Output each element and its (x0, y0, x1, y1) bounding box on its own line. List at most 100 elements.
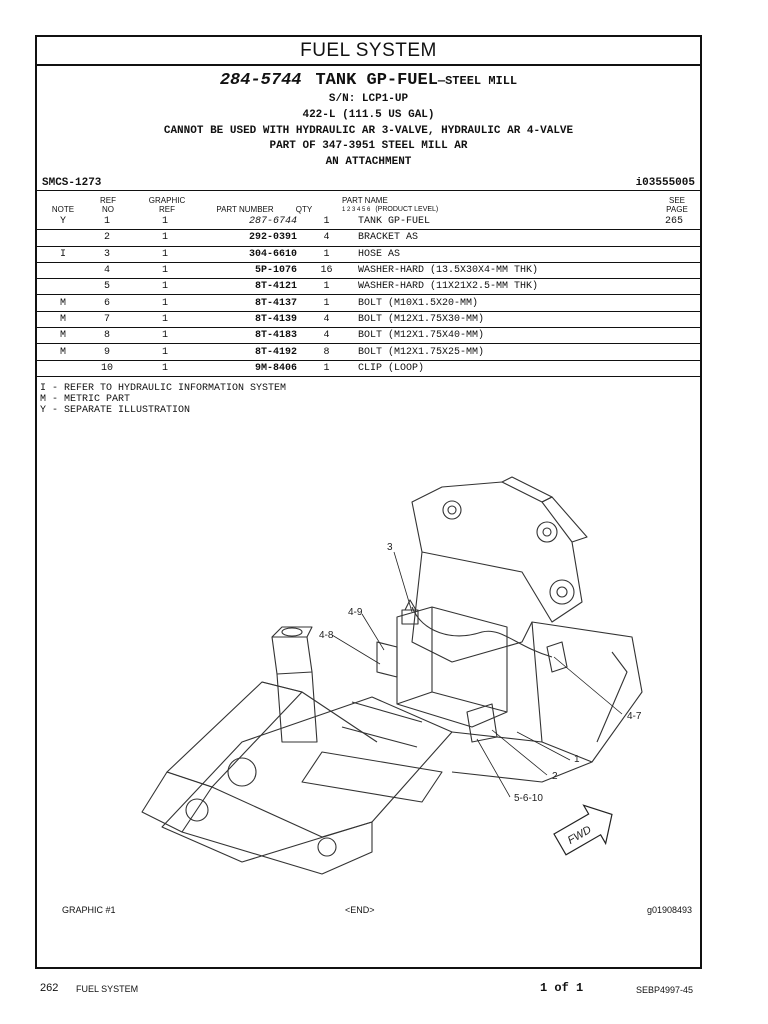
legend-item: Y - SEPARATE ILLUSTRATION (40, 405, 191, 416)
note-cell: Y (59, 216, 66, 228)
part-number-cell: 8T-4183 (254, 330, 297, 342)
attachment-note: AN ATTACHMENT (325, 156, 412, 168)
col-qty: QTY (295, 205, 313, 214)
restriction-note: CANNOT BE USED WITH HYDRAULIC AR 3-VALVE… (163, 125, 574, 137)
callout-5-6-10: 5-6-10 (514, 793, 543, 804)
graphic-ref-cell: 1 (161, 297, 168, 309)
ref-no-cell: 5 (103, 281, 110, 293)
ref-no-cell: 4 (103, 265, 110, 277)
qty-cell: 1 (323, 297, 330, 309)
see-page-cell (648, 328, 700, 344)
group-title: 284-5744 TANK GP-FUEL—STEEL MILL (37, 71, 700, 90)
see-page-cell (648, 246, 700, 262)
group-name-suffix: —STEEL MILL (437, 74, 518, 88)
fuel-tank-illustration: 3 4-9 4-8 4-7 1 2 5-6-10 FWD (141, 476, 643, 875)
note-cell: M (59, 313, 66, 325)
note-cell (37, 279, 89, 295)
ref-no-cell: 2 (103, 232, 110, 244)
part-name-cell: BOLT (M12X1.75X30-MM) (358, 313, 485, 325)
part-name-cell: BRACKET AS (358, 232, 419, 244)
graphic-ref-cell: 1 (161, 313, 168, 325)
graphic-ref-cell: 1 (161, 362, 168, 374)
part-number-cell: 8T-4137 (254, 297, 297, 309)
group-name: TANK GP-FUEL (315, 71, 438, 90)
qty-cell: 4 (323, 232, 330, 244)
ref-no-cell: 10 (100, 362, 113, 374)
callout-4-9: 4-9 (348, 607, 363, 618)
part-number-cell: 9M-8406 (254, 362, 297, 374)
graphic-ref-cell: 1 (161, 330, 168, 342)
see-page-cell (648, 262, 700, 278)
callout-4-8: 4-8 (319, 630, 334, 641)
part-number-cell: 5P-1076 (254, 265, 297, 277)
part-number-cell: 8T-4139 (254, 313, 297, 325)
qty-cell: 1 (323, 362, 330, 374)
callout-1: 1 (574, 754, 580, 765)
legend-item: M - METRIC PART (40, 394, 131, 405)
part-number-cell: 292-0391 (248, 232, 297, 244)
part-number-cell: 287-6744 (248, 216, 297, 228)
see-page-cell (648, 360, 700, 376)
note-cell (37, 262, 89, 278)
qty-cell: 1 (323, 248, 330, 260)
ref-no-cell: 9 (103, 346, 110, 358)
page-number: 262 (40, 982, 59, 994)
header-divider (37, 190, 700, 191)
parts-table: Y 1 1 287-6744 1 TANK GP-FUEL 265 2 1 292-0391 4 BR… (37, 214, 700, 377)
ref-no-cell: 3 (103, 248, 110, 260)
qty-cell: 1 (323, 216, 330, 228)
part-number-cell: 8T-4121 (254, 281, 297, 293)
page-of: 1 of 1 (540, 981, 584, 995)
callout-2: 2 (552, 771, 558, 782)
graphic-ref-cell: 1 (161, 265, 168, 277)
part-name-cell: BOLT (M12X1.75X40-MM) (358, 330, 485, 342)
see-page-cell (648, 295, 700, 311)
see-page-cell (648, 230, 700, 246)
frame-base (161, 696, 453, 863)
part-number-cell: 8T-4192 (254, 346, 297, 358)
graphic-label: GRAPHIC #1 (62, 905, 116, 915)
rear-tower (411, 481, 583, 623)
legend-item: I - REFER TO HYDRAULIC INFORMATION SYSTE… (40, 383, 287, 394)
see-page-cell: 265 (664, 216, 683, 228)
qty-cell: 8 (323, 346, 330, 358)
capacity: 422-L (111.5 US GAL) (302, 109, 435, 121)
ref-no-cell: 8 (103, 330, 110, 342)
serial-number: S/N: LCP1-UP (328, 93, 409, 105)
section-title: FUEL SYSTEM (37, 37, 700, 66)
part-number-cell: 304-6610 (248, 248, 297, 260)
group-part-number: 284-5744 (219, 71, 302, 90)
left-post-top (271, 636, 313, 675)
hose (411, 606, 553, 658)
ref-no-cell: 6 (103, 297, 110, 309)
col-part-name: PART NAME 1 2 3 4 5 6 (PRODUCT LEVEL) (342, 196, 439, 213)
note-cell (37, 360, 89, 376)
note-cell: I (59, 248, 66, 260)
graphic-ref-cell: 1 (161, 216, 168, 228)
bracket-right (546, 641, 568, 673)
qty-cell: 16 (320, 265, 333, 277)
note-cell: M (59, 346, 66, 358)
part-name-cell: BOLT (M12X1.75X25-MM) (358, 346, 485, 358)
bracket-left (376, 641, 398, 678)
qty-cell: 4 (323, 330, 330, 342)
callout-4-7: 4-7 (627, 711, 642, 722)
graphic-ref-cell: 1 (161, 281, 168, 293)
note-cell (37, 230, 89, 246)
note-cell: M (59, 297, 66, 309)
part-name-cell: TANK GP-FUEL (358, 216, 431, 228)
part-name-cell: WASHER-HARD (11X21X2.5-MM THK) (358, 281, 539, 293)
part-name-cell: HOSE AS (358, 248, 401, 260)
legend: I - REFER TO HYDRAULIC INFORMATION SYSTE… (40, 383, 286, 416)
end-marker: <END> (345, 905, 375, 915)
ref-no-cell: 7 (103, 313, 110, 325)
